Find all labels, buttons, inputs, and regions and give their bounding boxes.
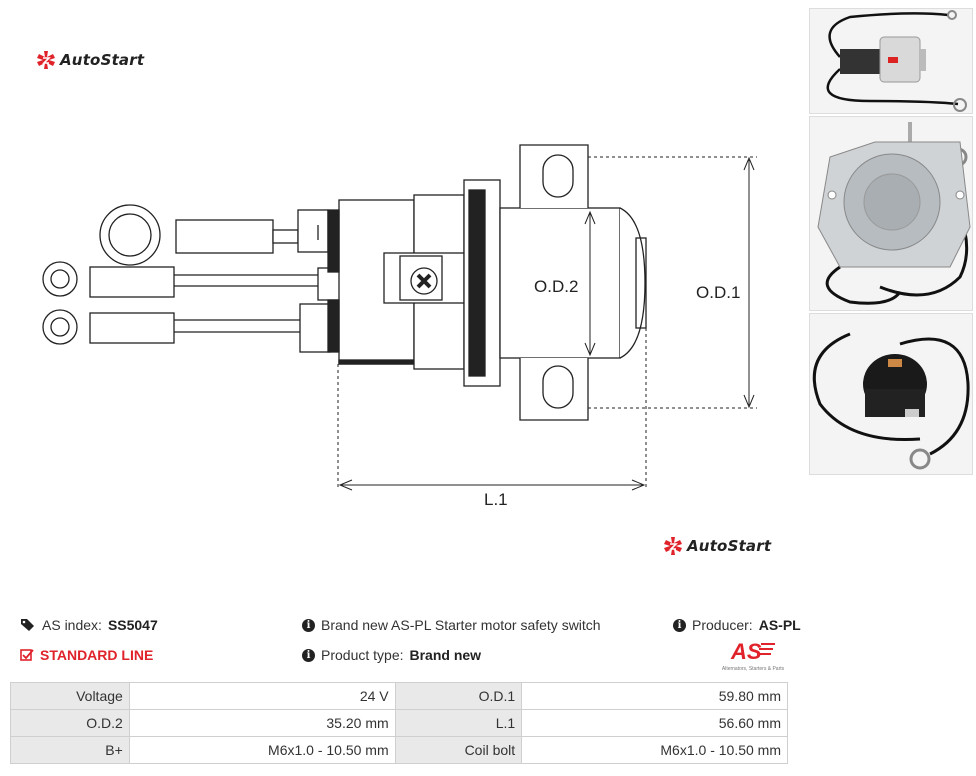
producer: i Producer: AS-PL [673, 617, 801, 633]
cable-sleeve-mid [89, 266, 175, 298]
spec-label: Voltage [10, 682, 130, 710]
producer-logo: AS Alternators, Starters & Parts [715, 639, 791, 672]
as-index: AS index: SS5047 [20, 617, 158, 633]
info-icon: i [302, 618, 315, 632]
producer-value: AS-PL [758, 617, 801, 633]
solenoid-body [499, 207, 621, 359]
brand-logo-icon [37, 51, 55, 69]
as-index-label: AS index: [42, 617, 102, 633]
product-line: STANDARD LINE [20, 647, 153, 663]
brand-name: AutoStart [687, 537, 772, 555]
spec-label: L.1 [394, 709, 523, 737]
as-index-value: SS5047 [107, 617, 158, 633]
end-cap [619, 207, 646, 359]
spec-value: 35.20 mm [128, 709, 396, 737]
technical-drawing: O.D.2 O.D.1 L.1 [42, 144, 757, 509]
connector-low [299, 303, 331, 353]
product-type: i Product type: Brand new [302, 647, 481, 663]
product-type-value: Brand new [409, 647, 482, 663]
brand-logo: AutoStart [36, 50, 144, 70]
info-icon: i [673, 618, 686, 632]
od1-label: O.D.1 [696, 283, 740, 302]
spec-value: M6x1.0 - 10.50 mm [128, 736, 396, 764]
producer-logo-mark: AS [730, 639, 775, 664]
info-icon: i [302, 648, 315, 662]
brand-name: AutoStart [60, 51, 145, 69]
product-type-label: Product type: [321, 647, 404, 663]
cable-wire-top [272, 229, 299, 244]
spec-label: O.D.1 [394, 682, 523, 710]
producer-label: Producer: [692, 617, 753, 633]
product-photo-angle[interactable] [809, 313, 973, 475]
od2-label: O.D.2 [534, 277, 578, 296]
tags-icon [21, 619, 34, 631]
spec-label: O.D.2 [10, 709, 130, 737]
spec-value: 24 V [128, 682, 396, 710]
l1-label: L.1 [484, 490, 508, 509]
cable-sleeve-top [175, 219, 274, 254]
spec-label: Coil bolt [394, 736, 523, 764]
checkbox-icon [20, 649, 34, 661]
cable-sleeve-low [89, 312, 175, 344]
product-photo-side[interactable] [809, 8, 973, 114]
ring-terminal-large-hole [108, 213, 152, 257]
producer-logo-caption: Alternators, Starters & Parts [721, 666, 785, 672]
connector-top [297, 209, 329, 253]
product-line-label: STANDARD LINE [40, 647, 154, 663]
product-description: i Brand new AS-PL Starter motor safety s… [302, 617, 601, 633]
product-photo-top[interactable] [809, 116, 973, 311]
spec-label: B+ [10, 736, 130, 764]
spec-value: 59.80 mm [521, 682, 788, 710]
brand-logo-secondary: AutoStart [663, 536, 771, 556]
spec-value: M6x1.0 - 10.50 mm [521, 736, 788, 764]
spec-value: 56.60 mm [521, 709, 788, 737]
brand-logo-icon [664, 537, 682, 555]
producer-logo-text: AS [730, 639, 762, 661]
product-description-text: Brand new AS-PL Starter motor safety swi… [321, 617, 601, 633]
